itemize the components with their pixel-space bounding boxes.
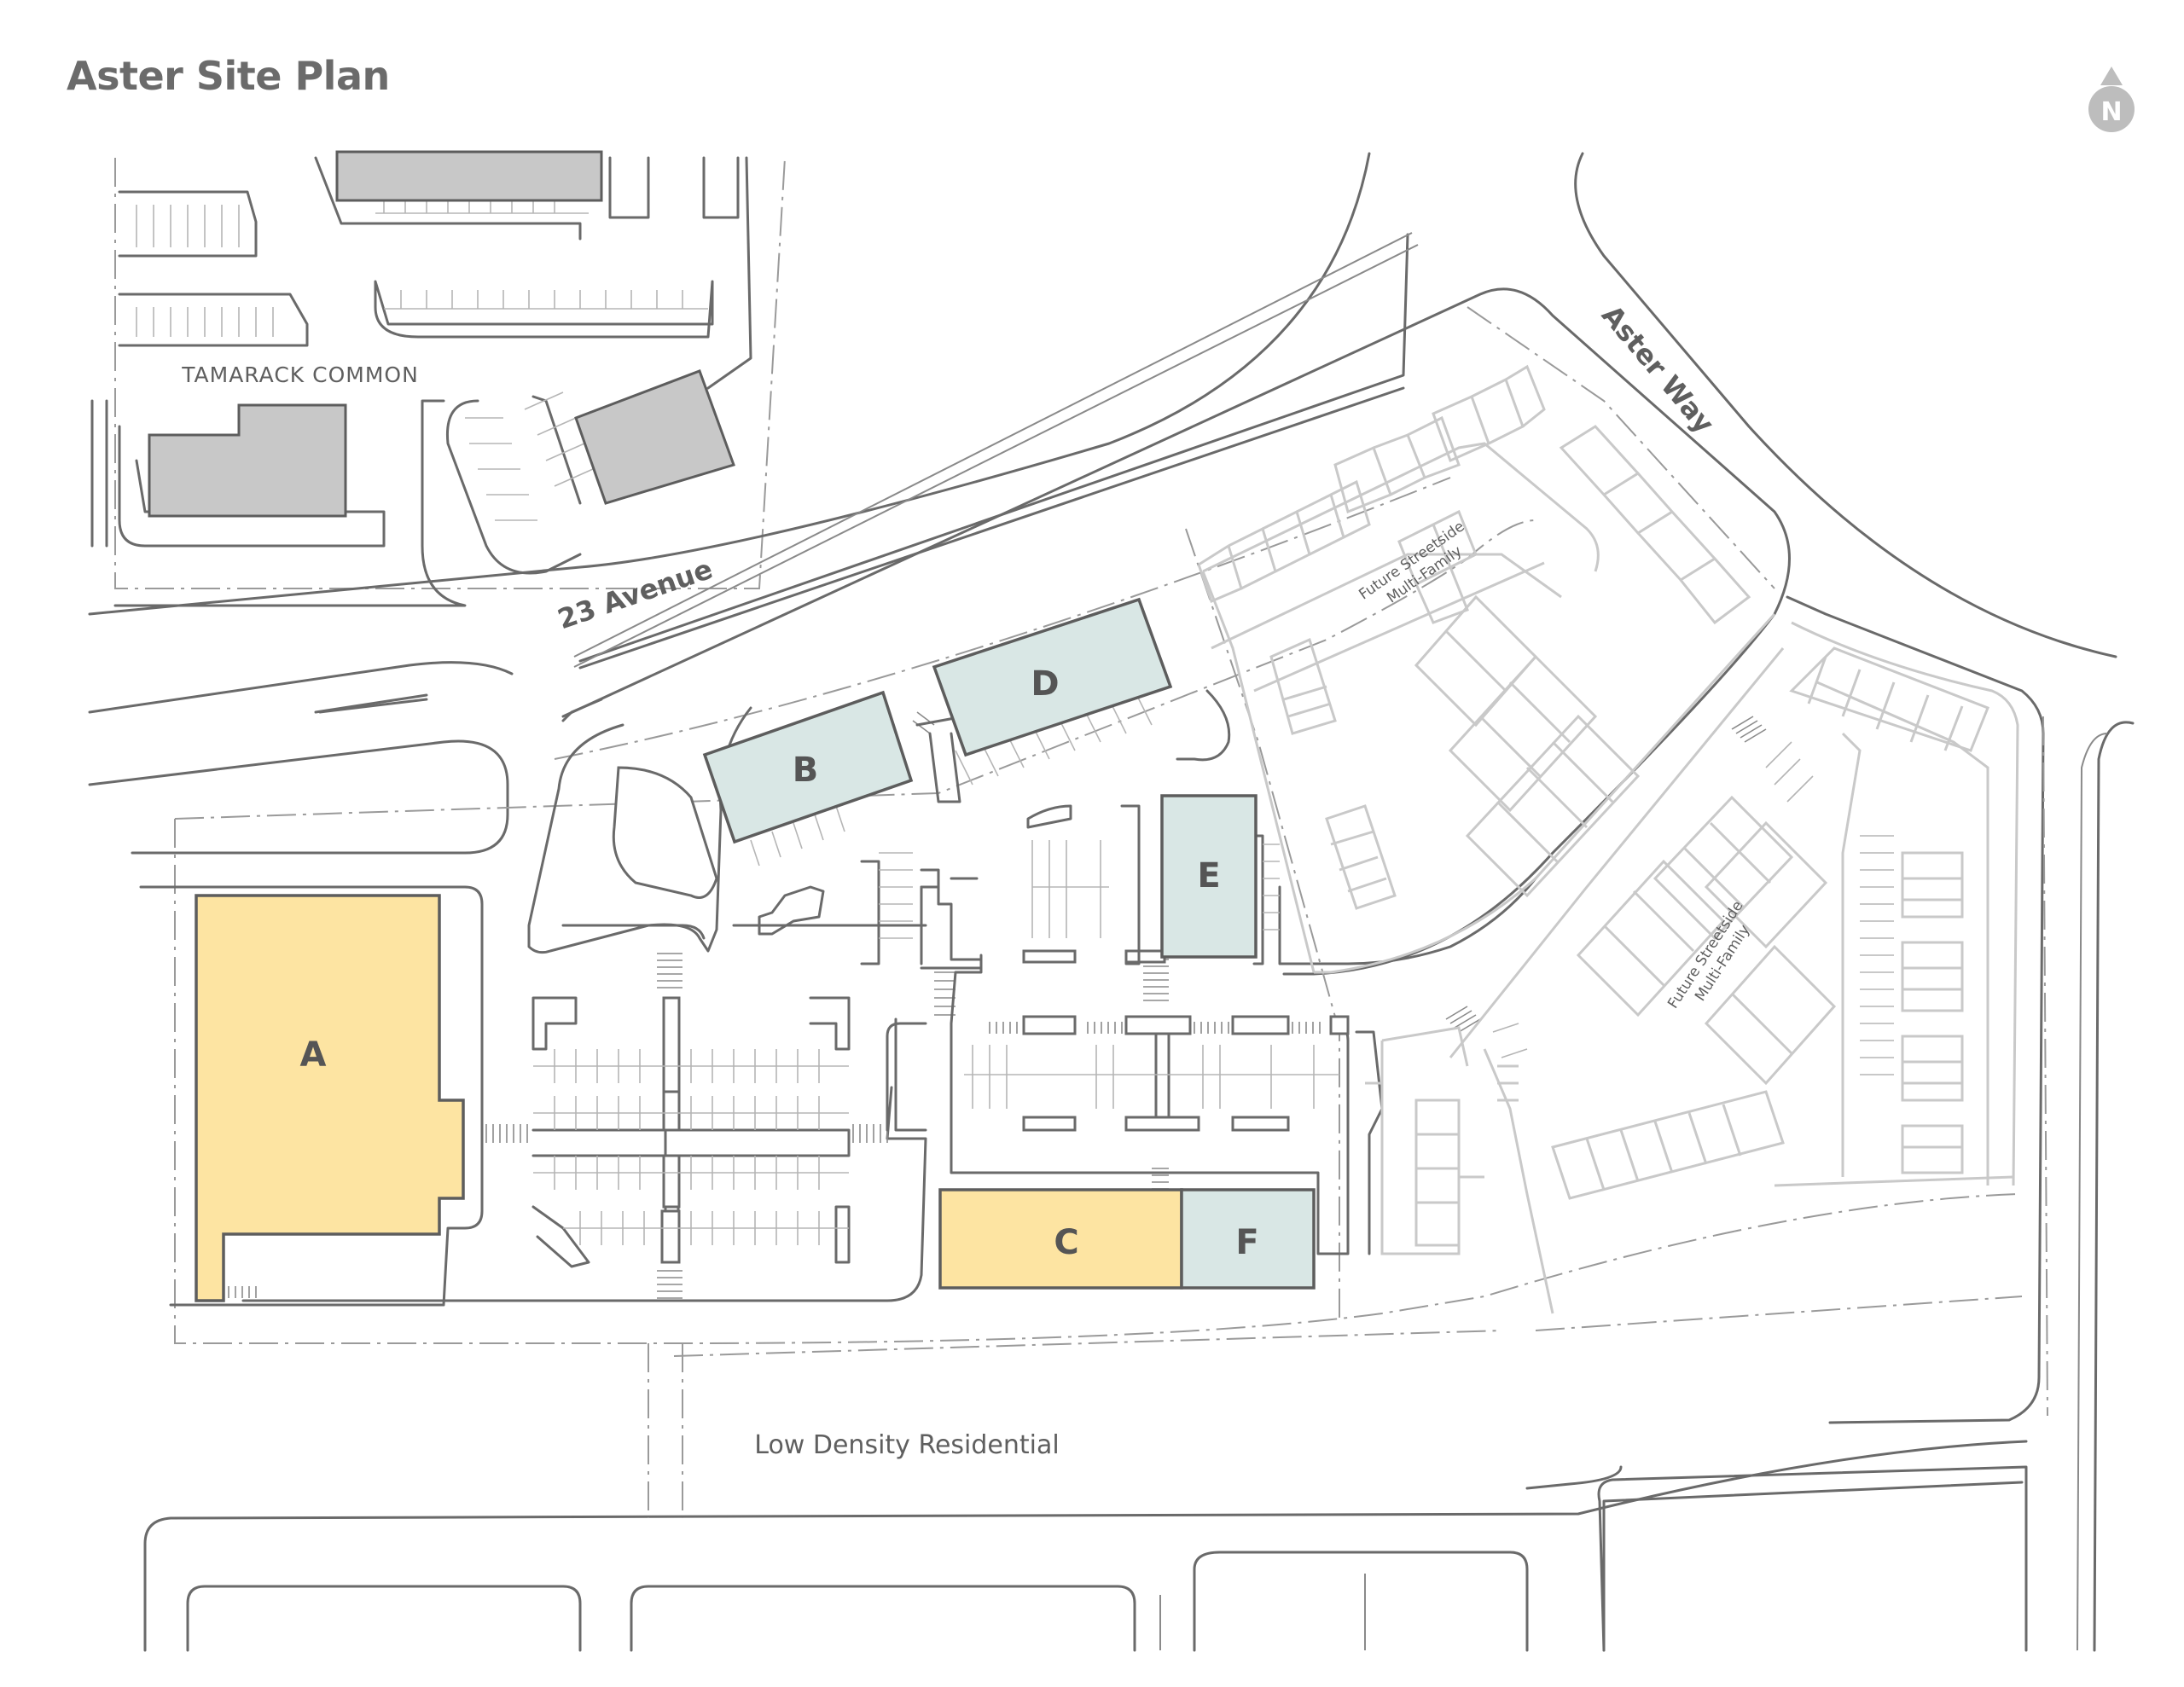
existing-building-tamarack-north	[335, 150, 603, 202]
building-d-label: D	[1031, 664, 1059, 704]
existing-building-tamarack-west	[148, 403, 347, 518]
building-f[interactable]: F	[1180, 1188, 1316, 1290]
north-arrow-icon: N	[2088, 67, 2135, 132]
building-b-label: B	[793, 751, 819, 790]
property-lines	[174, 306, 2048, 1518]
building-b[interactable]: B	[702, 690, 914, 844]
building-e[interactable]: E	[1160, 794, 1258, 959]
existing-building-tamarack-east	[574, 369, 735, 505]
building-a-label: A	[300, 1035, 327, 1075]
retail-site	[139, 689, 1767, 1307]
building-a[interactable]: A	[195, 894, 465, 1302]
low-density-residential-label: Low Density Residential	[754, 1430, 1059, 1460]
building-f-label: F	[1235, 1223, 1258, 1262]
north-label: N	[2100, 97, 2122, 127]
building-c-label: C	[1054, 1223, 1078, 1262]
page-title: Aster Site Plan	[67, 53, 390, 99]
building-e-label: E	[1197, 856, 1220, 896]
building-d[interactable]: D	[932, 597, 1173, 757]
road-network	[88, 152, 2135, 1652]
future-multifamily-area: Future Streetside Multi-Family Future St…	[1197, 364, 2019, 1314]
tamarack-common-area: TAMARACK COMMON	[90, 150, 786, 607]
building-c[interactable]: C	[938, 1188, 1183, 1290]
tamarack-common-label: TAMARACK COMMON	[181, 362, 419, 387]
